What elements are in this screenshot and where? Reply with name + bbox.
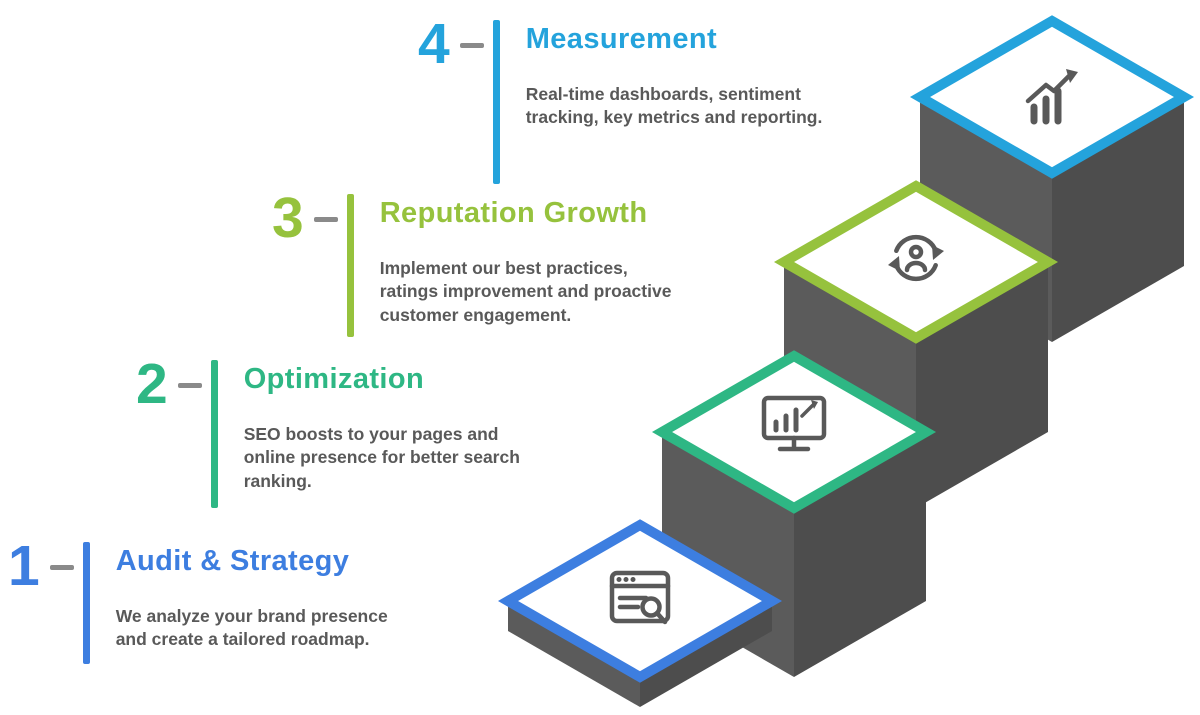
step-4-number-dash [459, 43, 484, 48]
step-3-title: Reputation Growth [379, 197, 648, 229]
step-3-number-dash [313, 217, 338, 222]
step-1-text: Audit & Strategy We analyze your brand p… [116, 542, 418, 652]
step-1-right-face [640, 601, 772, 707]
step-4-top-face [909, 15, 1195, 179]
step-1-description: We analyze your brand presence and creat… [115, 606, 388, 650]
step-4-label: 4 Measurement Real-time dashboards, sent… [418, 12, 828, 184]
step-1-number: 1 [8, 534, 41, 598]
growth-chart-icon [1025, 69, 1078, 125]
audit-report-icon [609, 570, 671, 625]
step-3-description: Implement our best practices, ratings im… [379, 258, 672, 325]
stair-step-1 [497, 519, 783, 707]
step-2-text: Optimization SEO boosts to your pages an… [244, 360, 546, 493]
step-4-number: 4 [418, 12, 451, 76]
step-1-label: 1 Audit & Strategy We analyze your brand… [8, 534, 418, 664]
step-2-title: Optimization [243, 363, 425, 395]
step-2-accent-bar [210, 360, 218, 508]
monitor-optimization-icon [761, 395, 827, 452]
step-3-label: 3 Reputation Growth Implement our best p… [272, 186, 682, 337]
step-4-text: Measurement Real-time dashboards, sentim… [526, 20, 828, 130]
step-2-number: 2 [136, 352, 169, 416]
step-4-title: Measurement [525, 23, 718, 55]
step-3-text: Reputation Growth Implement our best pra… [380, 194, 682, 327]
step-2-label: 2 Optimization SEO boosts to your pages … [136, 352, 546, 508]
step-1-top-face [497, 519, 783, 683]
step-1-left-face [508, 601, 640, 707]
step-1-number-dash [49, 565, 74, 570]
step-3-accent-bar [346, 194, 354, 337]
step-4-accent-bar [492, 20, 500, 184]
step-2-description: SEO boosts to your pages and online pres… [243, 424, 520, 491]
step-1-title: Audit & Strategy [115, 545, 350, 577]
step-2-number-dash [177, 383, 202, 388]
step-1-accent-bar [82, 542, 90, 664]
step-3-number: 3 [272, 186, 305, 250]
engagement-cycle-icon [888, 234, 944, 282]
step-4-description: Real-time dashboards, sentiment tracking… [525, 84, 823, 128]
step-2-top-face [651, 350, 937, 514]
